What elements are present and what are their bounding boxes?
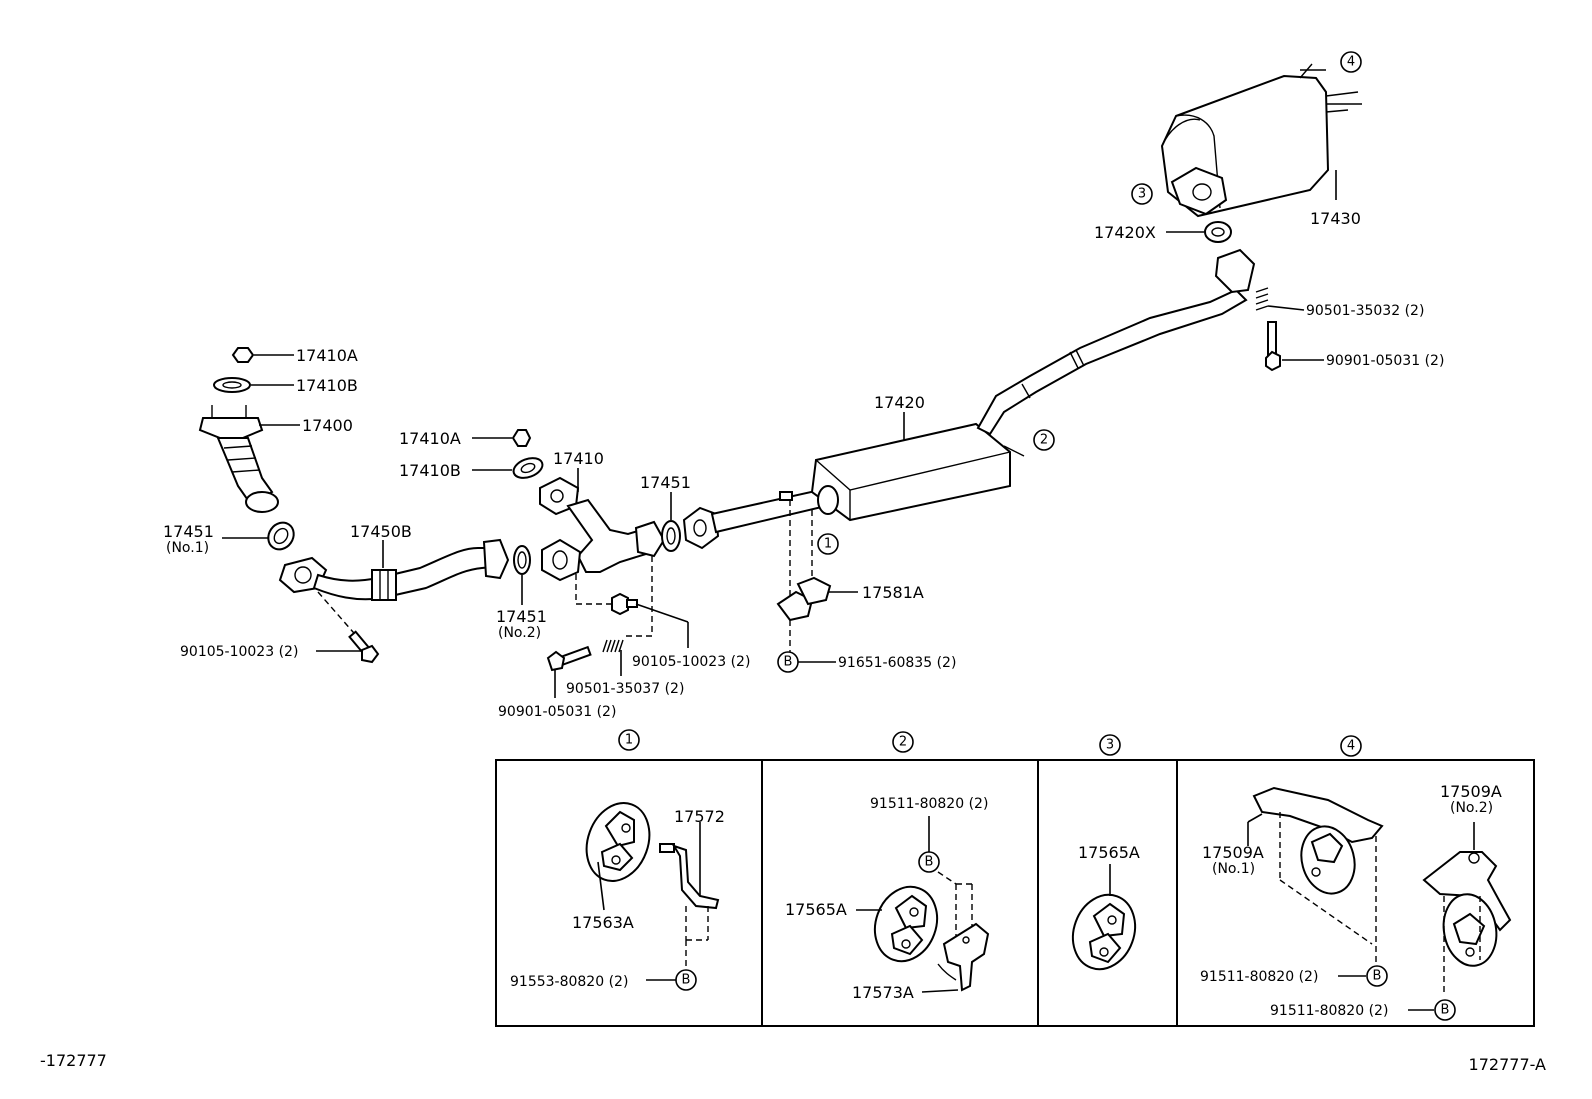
bolt-90901-right [1265, 321, 1324, 372]
label-90901-right: 90901-05031 (2) [1326, 353, 1444, 369]
bracket-17572 [659, 822, 720, 970]
label-17509A-no2-sub: (No.2) [1450, 800, 1493, 816]
label-17509A-no1: 17509A [1202, 843, 1264, 862]
label-17509A-no2: 17509A [1440, 782, 1502, 801]
label-17410B-top: 17410B [296, 376, 358, 395]
bracket-17573A [921, 922, 990, 993]
svg-text:B: B [682, 973, 691, 988]
spring-90501-35032 [1255, 287, 1305, 311]
label-90901-left: 90901-05031 (2) [498, 704, 616, 720]
bolt-91511-box4a: B [1338, 965, 1388, 987]
svg-text:B: B [784, 655, 793, 670]
label-91511-box4b: 91511-80820 (2) [1270, 1003, 1388, 1019]
label-90501-35037: 90501-35037 (2) [566, 681, 684, 697]
rubber-hanger-17563A [585, 802, 651, 911]
svg-text:B: B [1373, 969, 1382, 984]
label-17410B-mid: 17410B [399, 461, 461, 480]
hanger-bracket-17509A-no2 [1422, 822, 1512, 996]
label-17572: 17572 [674, 807, 725, 826]
bolts-mid-group [546, 556, 689, 698]
svg-text:B: B [1441, 1003, 1450, 1018]
label-17509A-no1-sub: (No.1) [1212, 861, 1255, 877]
rubber-hanger-17565A-box3 [1071, 864, 1137, 971]
label-17410A-top: 17410A [296, 346, 358, 365]
label-17451-no1-sub: (No.1) [166, 540, 209, 556]
label-17573A: 17573A [852, 983, 914, 1002]
hanger-bracket-17509A-no1 [1247, 786, 1384, 966]
label-90105-left: 90105-10023 (2) [180, 644, 298, 660]
label-17451-top: 17451 [640, 473, 691, 492]
svg-text:2: 2 [1040, 433, 1048, 448]
bolt-91553: B [646, 969, 697, 991]
label-91651: 91651-60835 (2) [838, 655, 956, 671]
callout-b-main: B [777, 651, 799, 673]
svg-text:4: 4 [1347, 55, 1355, 70]
gasket-17420X [1166, 221, 1232, 243]
label-91511-box2: 91511-80820 (2) [870, 796, 988, 812]
label-17565A-box3: 17565A [1078, 843, 1140, 862]
callout-2-main: 2 [1033, 429, 1055, 451]
footer-left-code: -172777 [40, 1051, 107, 1070]
catalytic-converter-17400 [198, 405, 300, 513]
svg-text:B: B [925, 855, 934, 870]
nut-17410A-top [231, 347, 294, 363]
callout-4-box: 4 [1340, 735, 1362, 757]
svg-text:1: 1 [824, 537, 832, 552]
gasket-17451-no2 [513, 545, 531, 605]
footer-right-code: 172777-A [1469, 1055, 1547, 1074]
callout-2-box: 2 [892, 731, 914, 753]
bolt-91511-box2: B [918, 816, 973, 936]
label-17451-no2: 17451 [496, 607, 547, 626]
label-17565A-box2: 17565A [785, 900, 847, 919]
bolt-91511-box4b: B [1408, 999, 1456, 1021]
svg-text:2: 2 [899, 735, 907, 750]
label-17451-no1: 17451 [163, 522, 214, 541]
gasket-17451-no1 [222, 521, 295, 551]
label-17400: 17400 [302, 416, 353, 435]
label-91553: 91553-80820 (2) [510, 974, 628, 990]
svg-text:3: 3 [1106, 738, 1114, 753]
rubber-hanger-17565A-box2 [856, 885, 939, 963]
detail-box-frame [495, 759, 1535, 1027]
label-91511-box4a: 91511-80820 (2) [1200, 969, 1318, 985]
svg-text:3: 3 [1138, 187, 1146, 202]
label-17410A-mid: 17410A [399, 429, 461, 448]
gasket-17410B-top [213, 377, 294, 393]
y-pipe-17410 [539, 468, 666, 582]
nut-17410A-mid [472, 429, 532, 447]
hanger-17581A [776, 500, 858, 652]
front-pipe-17450B [278, 538, 510, 601]
label-17420X: 17420X [1094, 223, 1156, 242]
callout-4-main: 4 [1340, 51, 1362, 73]
center-pipe-17420 [682, 248, 1256, 550]
label-90501-35032: 90501-35032 (2) [1306, 303, 1424, 319]
label-17581A: 17581A [862, 583, 924, 602]
callout-3-main: 3 [1131, 183, 1153, 205]
label-17430: 17430 [1310, 209, 1361, 228]
bolt-90105-left [316, 591, 380, 664]
gasket-17410B-mid [472, 457, 544, 479]
label-17450B: 17450B [350, 522, 412, 541]
label-90105-mid: 90105-10023 (2) [632, 654, 750, 670]
callout-1-box: 1 [618, 729, 640, 751]
label-17410: 17410 [553, 449, 604, 468]
svg-text:4: 4 [1347, 739, 1355, 754]
label-17563A: 17563A [572, 913, 634, 932]
gasket-17451-top [661, 492, 681, 552]
label-17451-no2-sub: (No.2) [498, 625, 541, 641]
label-17420: 17420 [874, 393, 925, 412]
callout-3-box: 3 [1099, 734, 1121, 756]
main-muffler-17430 [1160, 63, 1362, 218]
callout-1-main: 1 [817, 533, 839, 555]
svg-text:1: 1 [625, 733, 633, 748]
